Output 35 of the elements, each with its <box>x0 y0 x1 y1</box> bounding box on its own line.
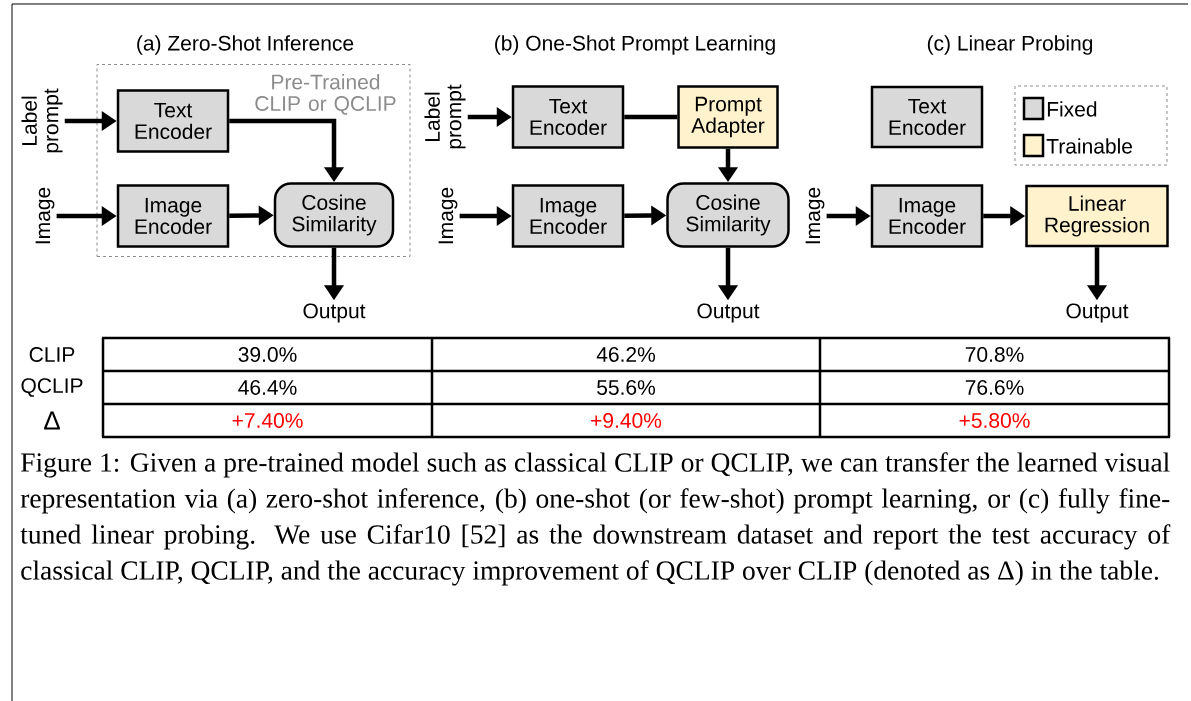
panel-title: (a) Zero-Shot Inference <box>137 35 354 55</box>
output-label: Output <box>697 303 760 323</box>
process-box: Text Encoder <box>870 85 984 149</box>
output-label: Output <box>1066 303 1129 323</box>
input-label: Image <box>35 187 55 244</box>
table-cell: +5.80% <box>959 413 1030 428</box>
row-label: Δ <box>44 411 60 430</box>
panel-title: (c) Linear Probing <box>927 35 1093 55</box>
input-label: Image <box>438 187 458 244</box>
table-cell: 39.0% <box>238 347 297 362</box>
process-box: Text Encoder <box>511 85 625 149</box>
process-box: Prompt Adapter <box>677 85 779 149</box>
input-label: Image <box>805 187 825 244</box>
panel-title: (b) One-Shot Prompt Learning <box>495 35 775 55</box>
table-cell: 70.8% <box>965 347 1024 362</box>
similarity-box: Cosine Similarity <box>666 182 790 248</box>
input-label: Label prompt <box>21 88 63 153</box>
legend: Fixed Trainable <box>1014 85 1168 166</box>
input-label: Label prompt <box>424 84 466 149</box>
table-cell: +7.40% <box>232 413 303 428</box>
process-box: Image Encoder <box>116 184 230 248</box>
row-label: QCLIP <box>21 378 83 397</box>
table-cell: +9.40% <box>591 413 662 428</box>
process-box: Linear Regression <box>1025 184 1169 248</box>
table-cell: 46.2% <box>596 347 656 362</box>
process-box: Text Encoder <box>116 89 230 153</box>
row-label: CLIP <box>29 347 75 362</box>
output-label: Output <box>303 303 366 323</box>
process-box: Image Encoder <box>511 184 625 248</box>
figure-caption: Figure 1: Given a pre-trained model such as classical CLIP or QCLIP, we can transfer the learned visual representation via (a) zero-shot inference, (b) one-shot (or few-shot) prompt learning, or (c) fully fine-tuned linear probing. We use Cifar10 [52] as the downstream dataset and report the test accuracy of classical CLIP, QCLIP, and the accuracy improvement of QCLIP over CLIP (denoted as Δ) in the table. <box>20 452 1171 586</box>
similarity-box: Cosine Similarity <box>273 182 395 248</box>
table-cell: 76.6% <box>965 380 1024 395</box>
process-box: Image Encoder <box>870 184 984 248</box>
table-cell: 46.4% <box>238 380 297 395</box>
table-cell: 55.6% <box>597 380 656 395</box>
